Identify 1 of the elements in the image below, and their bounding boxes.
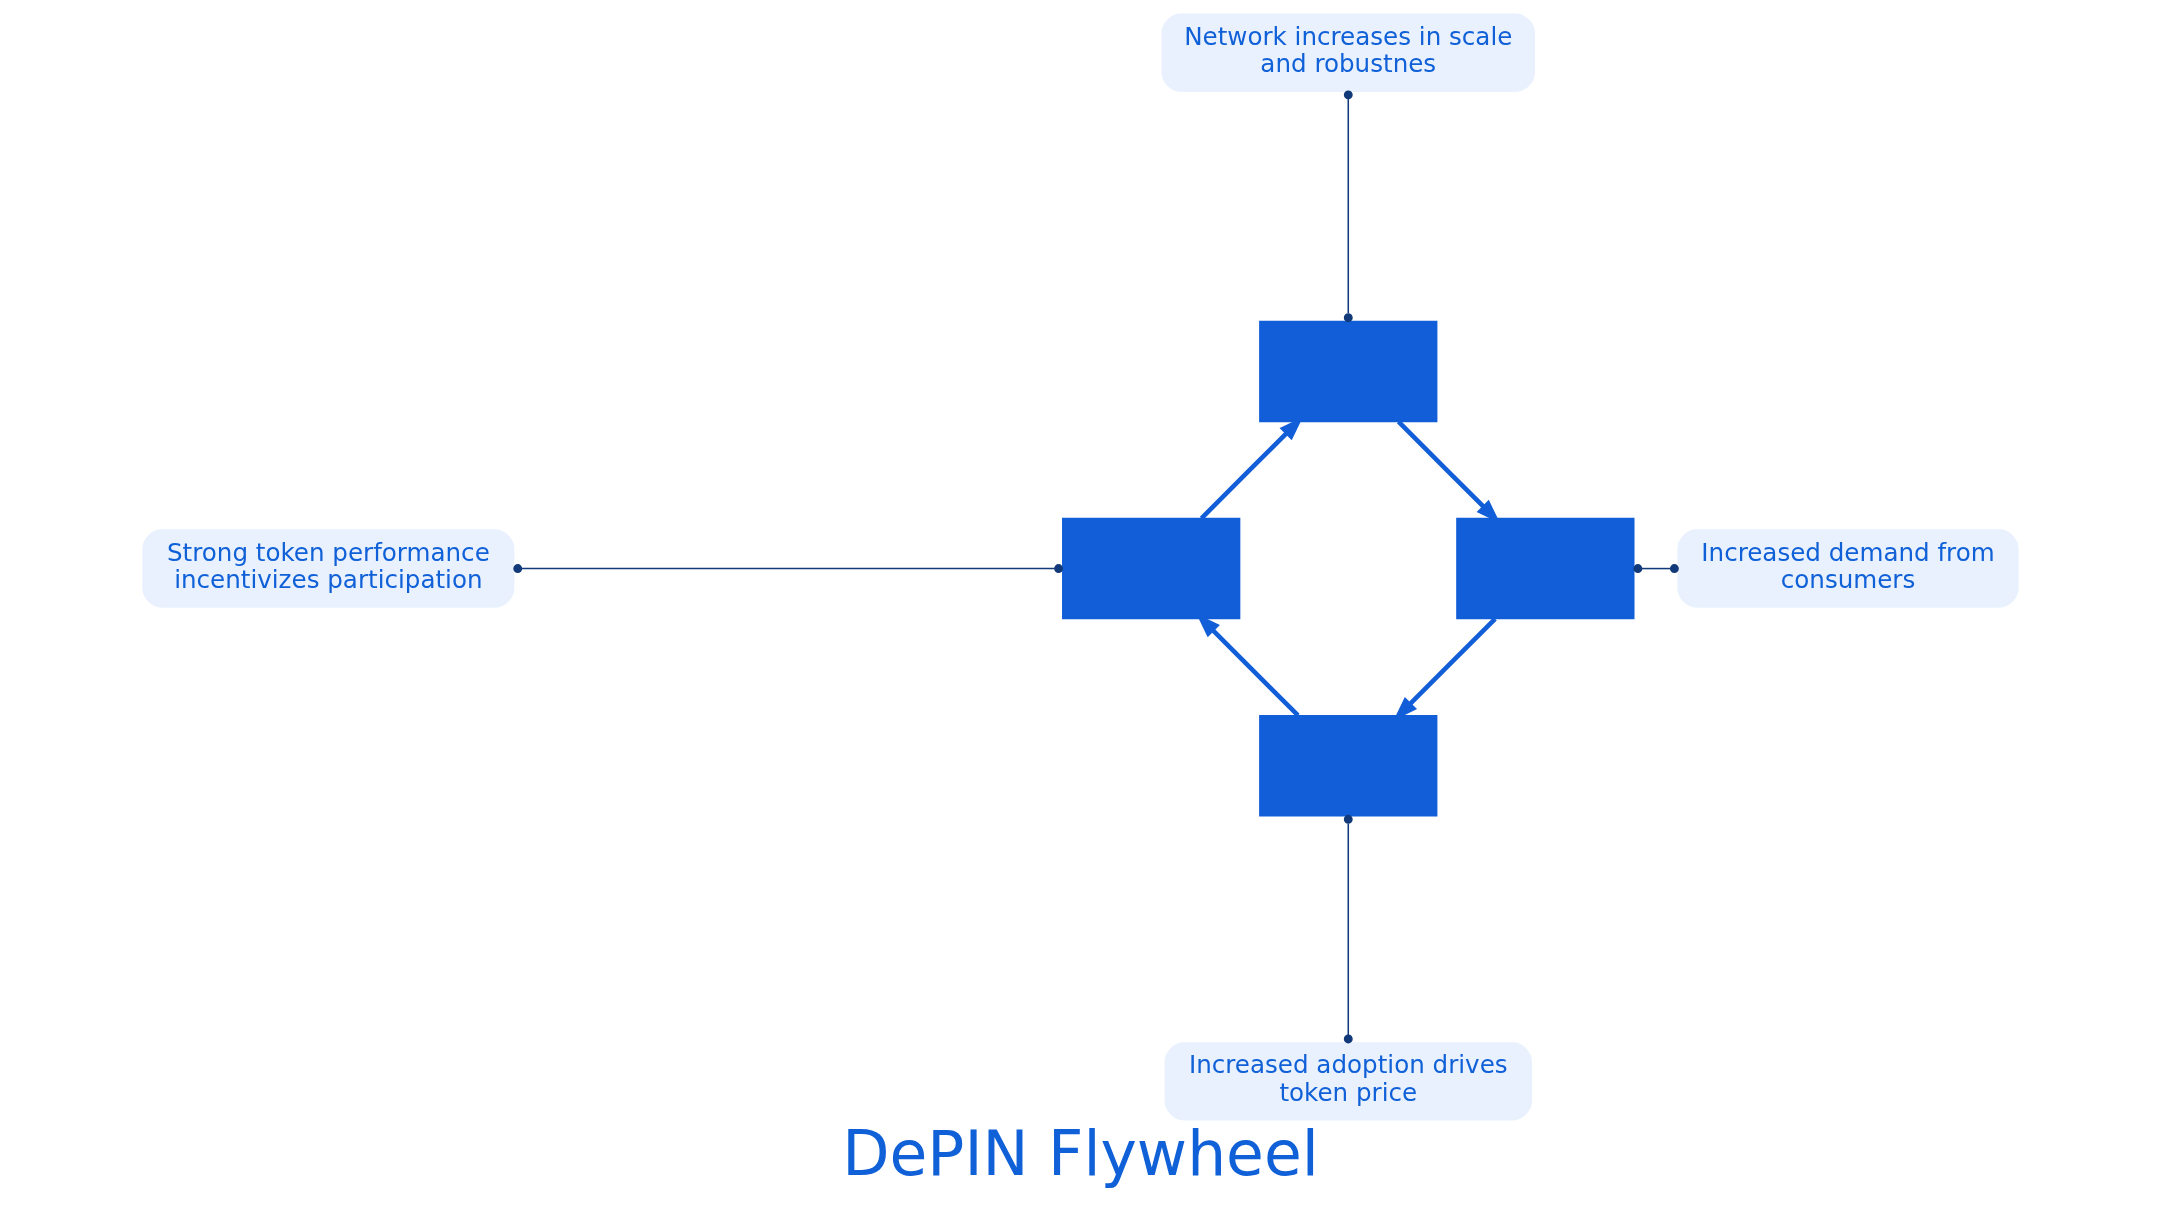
diagram-title: DePIN Flywheel [841,1118,1319,1190]
